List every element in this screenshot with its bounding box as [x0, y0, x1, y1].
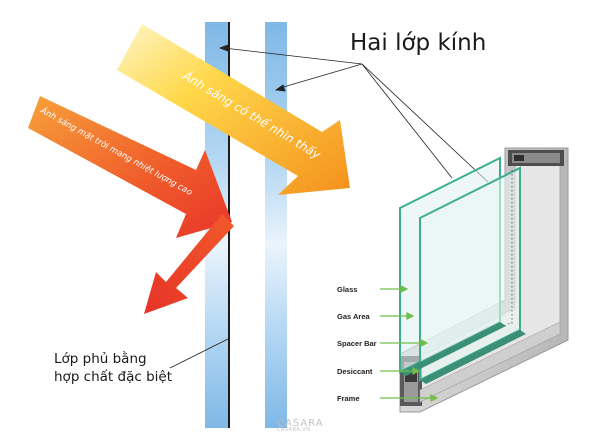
watermark-sub: CASARA.VN	[277, 427, 311, 433]
title: Hai lớp kính	[350, 30, 487, 56]
label-glass: Glass	[337, 285, 358, 294]
coating-pointer	[169, 337, 231, 369]
watermark: CASARA CASARA.VN	[277, 418, 324, 433]
label-gas-area: Gas Area	[337, 312, 370, 321]
window-frame-illustration	[399, 147, 569, 413]
visible-light-arrow	[117, 24, 350, 195]
glass-pane-inner	[265, 22, 287, 428]
coating-line-2: hợp chất đặc biệt	[54, 369, 172, 385]
label-frame: Frame	[337, 394, 360, 403]
title-pointers	[218, 44, 489, 183]
solar-heat-arrow	[28, 96, 232, 238]
coating-caption: Lớp phủ bằng hợp chất đặc biệt	[54, 350, 172, 386]
coating-line-1: Lớp phủ bằng	[54, 351, 147, 367]
label-desiccant: Desiccant	[337, 367, 373, 376]
watermark-brand: CASARA	[277, 418, 324, 429]
reflected-heat-arrow	[144, 214, 234, 314]
component-pointers	[380, 285, 439, 402]
solar-heat-label: Ánh sáng mặt trời mang nhiệt lượng cao	[38, 104, 195, 198]
label-spacer-bar: Spacer Bar	[337, 339, 377, 348]
